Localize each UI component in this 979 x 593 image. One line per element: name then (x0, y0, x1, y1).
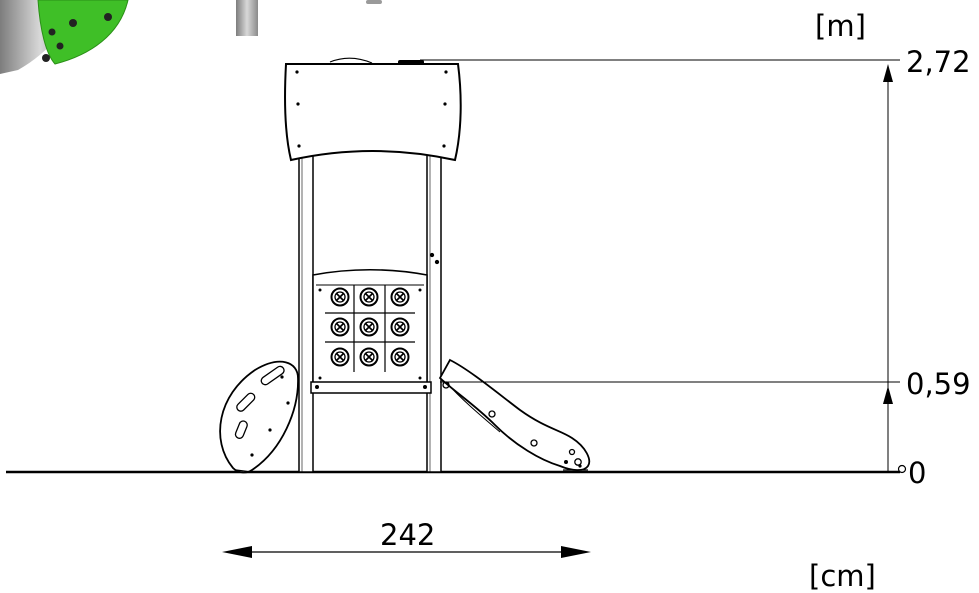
width-dimension (222, 546, 591, 558)
width-value-label: 242 (380, 518, 435, 552)
arrow-top (883, 64, 893, 82)
height-unit-label: [m] (815, 9, 866, 43)
arrow-right (561, 546, 591, 558)
roof-panel (284, 57, 462, 162)
arrow-platform (883, 386, 893, 404)
height-label-top: 2,72 (906, 45, 971, 79)
platform (310, 381, 432, 394)
slide (438, 358, 591, 472)
origin-marker (897, 464, 907, 474)
tic-tac-toe-panel (312, 269, 428, 385)
product-photo-inset (0, 0, 382, 74)
height-label-platform: 0,59 (906, 367, 971, 401)
height-label-ground: 0 (908, 456, 926, 490)
height-dimension (420, 59, 907, 474)
width-unit-label: [cm] (809, 559, 876, 593)
arrow-left (222, 546, 252, 558)
climbing-disc (219, 360, 299, 474)
